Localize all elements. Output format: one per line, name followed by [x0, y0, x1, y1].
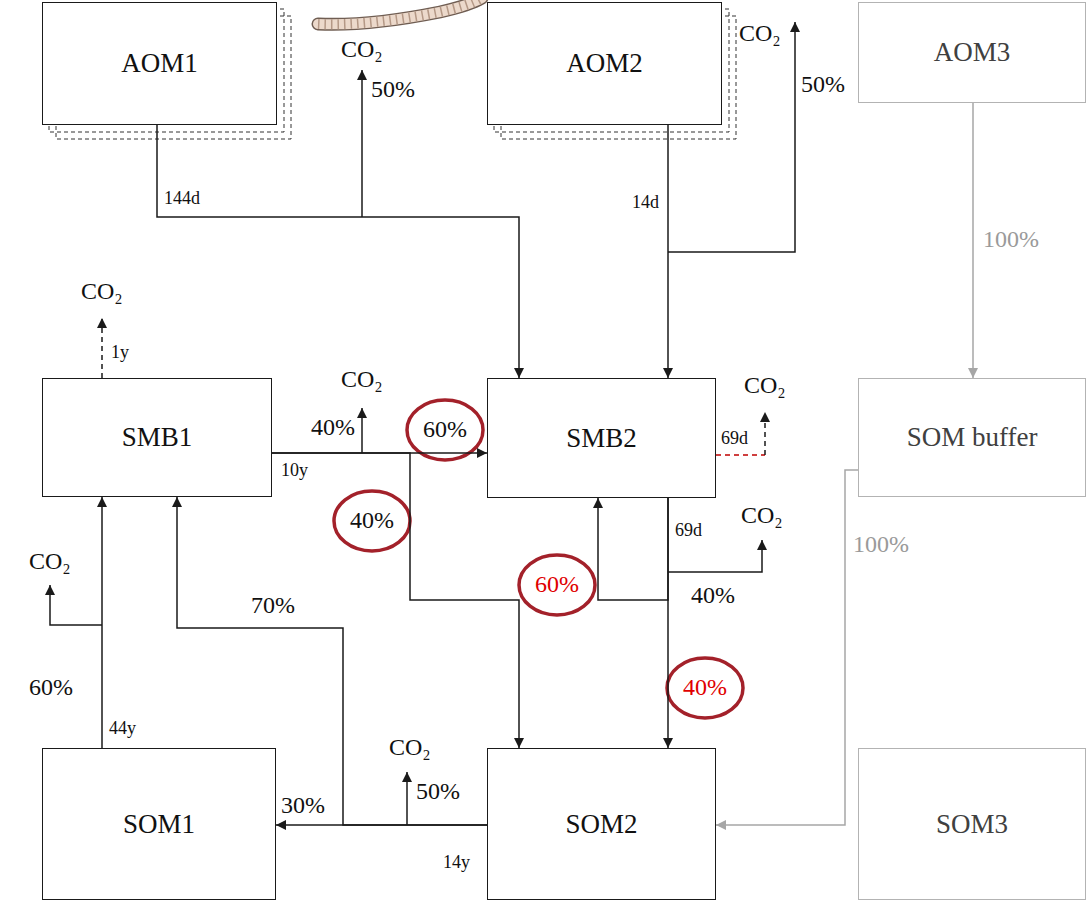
flux-percent: 40% [310, 415, 356, 440]
flux-percent: 40% [690, 583, 736, 608]
input-pool-box: AOM1 [42, 2, 277, 125]
flow-arrow [667, 125, 669, 378]
flux-percent: 100% [852, 532, 910, 557]
co2-label: CO₂ [28, 549, 72, 574]
input-pool-box: AOM2 [487, 2, 722, 125]
turnover-time: 44y [108, 719, 137, 738]
pool-name: SOM2 [565, 808, 637, 840]
turnover-time: 10y [280, 461, 309, 480]
co2-label: CO₂ [740, 503, 784, 528]
flux-percent: 40% [682, 675, 728, 700]
organic-matter-box: SOM3 [858, 748, 1086, 900]
pool-name: AOM2 [566, 47, 643, 79]
buffer-pool-box: SOM buffer [858, 378, 1086, 497]
organic-matter-box: SOM2 [487, 748, 716, 900]
biomass-pool-box: SMB2 [487, 378, 716, 498]
co2-outflows [50, 22, 795, 825]
highlight-circle [407, 400, 483, 460]
pool-name: AOM3 [934, 36, 1011, 68]
flux-percent: 50% [800, 72, 846, 97]
pool-name: SOM1 [123, 808, 195, 840]
flux-percent: 60% [422, 417, 468, 442]
co2-label: CO₂ [340, 37, 384, 62]
flux-percent: 60% [534, 572, 580, 597]
turnover-time: 14y [442, 853, 471, 872]
biomass-pool-box: SMB1 [42, 378, 272, 497]
flow-arrow [272, 453, 519, 748]
turnover-time: 144d [163, 189, 201, 208]
flow-arrow [972, 103, 974, 378]
flux-percent: 50% [370, 77, 416, 102]
highlight-circle [519, 555, 595, 615]
flow-arrow [667, 498, 669, 748]
earthworm-segments [318, 0, 482, 24]
flow-arrow [716, 470, 858, 825]
flux-percent: 60% [28, 675, 74, 700]
co2-label: CO₂ [388, 735, 432, 760]
input-pool-box: AOM3 [858, 2, 1086, 103]
earthworm-illustration [318, 0, 482, 24]
co2-label: CO₂ [738, 21, 782, 46]
turnover-time: 69d [720, 429, 749, 448]
organic-matter-box: SOM1 [42, 748, 276, 900]
flux-percent: 70% [250, 593, 296, 618]
co2-dashed-line [101, 318, 103, 378]
earthworm-outline [318, 0, 482, 24]
pool-name: SMB1 [122, 421, 193, 453]
co2-label: CO₂ [80, 279, 124, 304]
turnover-time: 1y [110, 343, 130, 362]
co2-line [361, 70, 363, 217]
flux-percent: 50% [415, 779, 461, 804]
pool-name: AOM1 [121, 47, 198, 79]
co2-line [50, 585, 102, 625]
co2-dashed-line [764, 412, 766, 455]
pool-name: SMB2 [566, 422, 637, 454]
turnover-time: 14d [631, 193, 660, 212]
co2-label: CO₂ [340, 367, 384, 392]
flux-percent: 100% [982, 227, 1040, 252]
pool-name: SOM3 [936, 808, 1008, 840]
co2-line [668, 540, 762, 572]
pool-name: SOM buffer [907, 421, 1038, 453]
flow-arrow [157, 125, 519, 378]
flux-percent: 30% [280, 793, 326, 818]
co2-dashed-line [716, 454, 765, 456]
highlight-circle [334, 491, 410, 551]
earthworm-body [318, 0, 482, 24]
highlight-circle [667, 658, 743, 718]
flow-arrow [598, 498, 668, 600]
co2-line [361, 408, 363, 453]
turnover-time: 69d [674, 521, 703, 540]
flow-arrow [101, 497, 103, 748]
co2-label: CO₂ [743, 373, 787, 398]
co2-line [406, 772, 408, 825]
flux-percent: 40% [349, 508, 395, 533]
